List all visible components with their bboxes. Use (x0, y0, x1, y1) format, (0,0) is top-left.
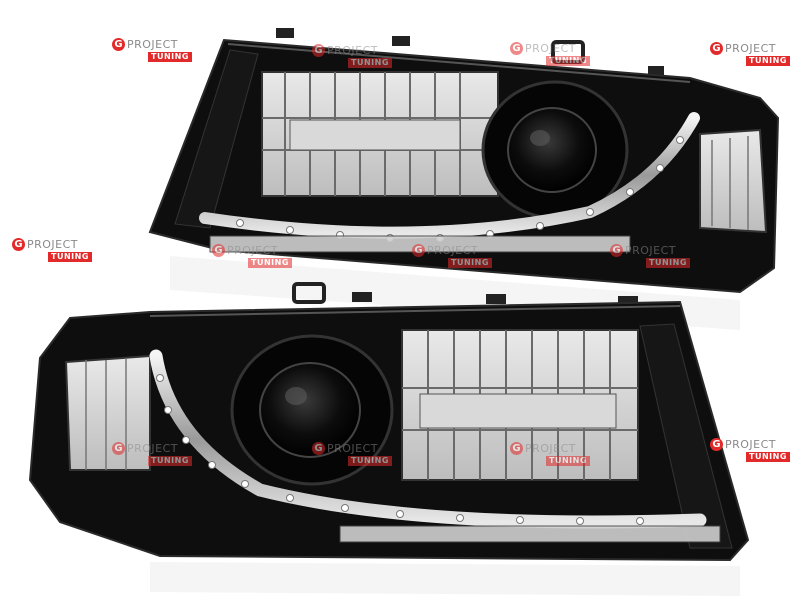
headlight-bottom (28, 282, 750, 562)
headlight-top (148, 28, 780, 294)
